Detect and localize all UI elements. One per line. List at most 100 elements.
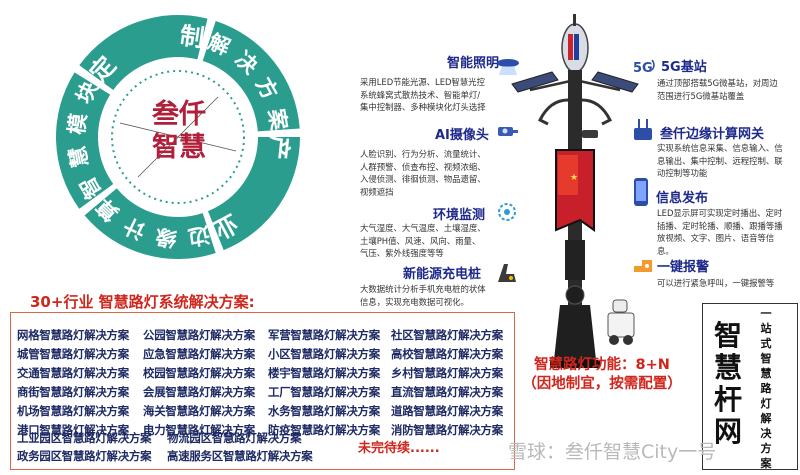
5g-icon: 5G [633,59,655,76]
small-label-char: 解 [760,412,772,425]
big-label-char: 网 [713,415,742,448]
solution-item: 社区智慧路灯解决方案 [391,328,503,342]
solution-item: 工厂智慧路灯解决方案 [268,385,380,399]
pole-base [554,305,596,360]
solution-item: 港口智慧路灯解决方案 [17,423,129,437]
feature-title-gateway: 叁仟边缘计算网关 [660,127,765,142]
onestop-big-label: 智慧杆网 [706,320,750,448]
feature-desc-camera: 人脸识别、行为分析、流量统计、人群预警、侦查布控、视频浓缩、入侵侦测、徘徊侦测、… [360,149,486,197]
feature-desc-info: LED显示屏可实现定时播出、定时插播、定时轮播、顺播、跟播等播放视频、文字、图片… [657,208,783,256]
svg-text:5G: 5G [633,61,653,76]
feature-title-alarm: 一键报警 [657,260,710,275]
solar-panel-left [511,71,559,93]
ring-segment-2 [207,137,300,251]
patrol-robot [607,299,635,345]
solution-item: 工业园区智慧路灯解决方案 [17,431,152,445]
solution-item: 会展智慧路灯解决方案 [143,385,255,399]
small-label-char: 慧 [760,367,772,380]
solution-item: 应急智慧路灯解决方案 [143,347,255,361]
feature-desc-environment: 大气湿度、大气温度、土壤湿度、土壤PH值、风速、风向、雨量、气压、紫外线强度等等 [360,223,486,259]
feature-title-environment: 环境监测 [433,208,486,223]
small-label-char: 案 [760,457,772,470]
solar-panel-right [591,71,639,93]
industry-title: 30+行业 智慧路灯系统解决方案: [30,293,255,311]
ring-segment-1 [202,20,300,132]
solution-item: 机场智慧路灯解决方案 [17,404,129,418]
industry-solutions-box [10,312,515,470]
ring-center-title: 叁仟 智慧 [126,98,232,164]
small-label-char: 决 [760,427,772,440]
pole-cabinet [565,240,585,280]
pole-emblem [565,285,585,305]
solution-item: 小区智慧路灯解决方案 [268,347,380,361]
solution-item: 商街智慧路灯解决方案 [17,385,129,399]
ring-segment-3 [84,188,216,259]
feature-title-camera: AI摄像头 [435,128,489,143]
function-line-2: （因地制宜，按需配置） [522,376,682,392]
charger-icon [498,264,516,282]
center-line-2: 智慧 [152,132,206,163]
big-label-char: 杆 [713,383,742,416]
camera-icon [498,127,518,136]
pole-top-blue-strip [574,34,579,60]
big-label-char: 慧 [713,351,742,384]
smart-pole-svg: ★ [511,14,639,368]
solution-item: 楼宇智慧路灯解决方案 [268,366,380,380]
small-label-char: 站 [760,322,772,335]
solution-item: 校园智慧路灯解决方案 [143,366,255,380]
small-label-char: 智 [760,352,772,365]
solution-item: 海关智慧路灯解决方案 [143,404,255,418]
solution-item: 交通智慧路灯解决方案 [17,366,129,380]
pole-camera [582,130,598,138]
solution-item: 水务智慧路灯解决方案 [268,404,380,418]
solution-item: 军营智慧路灯解决方案 [268,328,380,342]
ring-segment-char: 制 [178,21,206,52]
ring-segment-4 [55,72,114,209]
feature-title-lighting: 智能照明 [447,56,500,71]
feature-desc-lighting: 采用LED节能光源、LED智慧光控系统蜂窝式散热技术、智能单灯/集中控制器、多种… [360,77,486,113]
feature-desc-gateway: 实现系统信息采集、信息输入、信息输出、集中控制、远程控制、联动控制等功能 [657,143,783,179]
small-label-char: 式 [760,337,772,350]
solution-item: 高速服务区智慧路灯解决方案 [167,449,313,463]
feature-desc-5g: 通过顶部搭载5G微基站，对周边范围进行5G微基站覆盖 [657,78,778,101]
function-line-1: 智慧路灯功能：8+N [534,357,670,373]
ring-segment-char: 产 [263,134,293,161]
function-summary: 智慧路灯功能：8+N （因地制宜，按需配置） [512,356,692,394]
feature-desc-charger: 大数据统计分析手机充电桩的状体信息，实现充电数据可视化。 [360,284,486,307]
ufo-light-icon [497,59,519,75]
solution-item: 电力智慧路灯解决方案 [143,423,255,437]
ring-cross-line-1 [137,96,219,178]
feature-desc-alarm: 可以进行紧急呼叫，一键报警等 [657,278,775,288]
small-label-char: 一 [760,307,772,320]
pole-top-red-strip [568,34,573,60]
sensor-icon [498,203,516,221]
gateway-icon [634,119,652,140]
smart-pole-illustration: ★ [510,10,640,410]
alarm-icon [634,260,652,272]
feature-title-5g: 5G基站 [661,60,707,75]
onestop-box [702,303,798,470]
onestop-small-label: 一站式智慧路灯解决方案 [758,306,774,471]
solution-item: 高校智慧路灯解决方案 [391,347,503,361]
small-label-char: 路 [760,382,772,395]
feature-title-charger: 新能源充电桩 [403,267,482,282]
center-line-1: 叁仟 [152,99,206,130]
solution-item: 消防智慧路灯解决方案 [391,423,503,437]
solution-item: 公园智慧路灯解决方案 [143,328,255,342]
solution-item: 乡村智慧路灯解决方案 [391,366,503,380]
ring-segment-0 [79,15,208,90]
ring-inner-dashed-circle [111,70,245,204]
small-label-char: 方 [760,442,772,455]
solution-item: 城管智慧路灯解决方案 [17,347,129,361]
solution-item: 直流智慧路灯解决方案 [391,385,503,399]
solution-item: 防疫智慧路灯解决方案 [268,423,380,437]
solution-item: 道路智慧路灯解决方案 [391,404,503,418]
ring-segment-char: 模 [65,111,92,136]
solution-item: 物流园区智慧路灯解决方案 [167,431,302,445]
ring-diagram: 定制解决方案产业边缘计算智慧模块 叁仟 智慧 [0,0,320,280]
big-label-char: 智 [713,319,742,352]
ring-segment-char: 案 [264,106,292,133]
watermark: 雪球：叁仟智慧City一号 [508,441,717,463]
ring-segment-char: 缘 [154,224,178,250]
